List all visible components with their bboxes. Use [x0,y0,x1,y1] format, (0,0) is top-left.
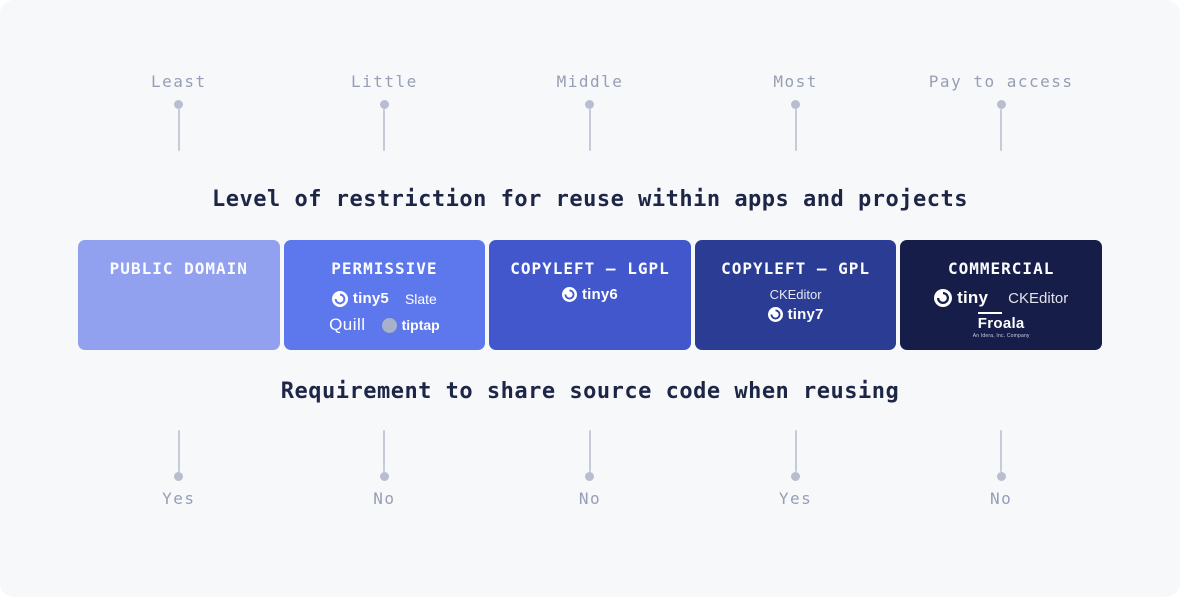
marker-dot [996,100,1006,109]
marker-line [794,430,797,472]
tiny-icon [767,307,783,322]
scale-label: Little [350,72,418,91]
tiny7-wordmark: tiny7 [787,306,824,323]
tiny6-logo: tiny6 [561,286,618,303]
card-permissive: PERMISSIVE tiny5 Slate Quill tiptap [283,240,486,350]
ckeditor-logo: CKEditor [1008,289,1069,307]
restriction-heading: Level of restriction for reuse within ap… [212,187,968,212]
scale-label: No [990,489,1013,508]
scale-label: Most [773,72,818,91]
share-marker-4: Yes [695,430,897,522]
froala-wordmark: Froala [977,312,1025,332]
marker-dot [791,100,801,109]
share-source-scale: Yes No No Yes No [78,430,1102,522]
logo-row: tiny7 [767,306,824,323]
marker-line [383,109,386,151]
slate-logo: Slate [404,290,437,307]
tiny-icon [561,287,577,302]
restriction-marker-little: Little [284,74,486,166]
card-title: COMMERCIAL [948,259,1055,278]
card-commercial: COMMERCIAL tiny CKEditor Froala An Idera… [900,240,1102,350]
marker-line [1000,430,1003,472]
card-title: COPYLEFT – LGPL [510,259,670,278]
card-title: PERMISSIVE [331,259,438,278]
share-marker-3: No [489,430,691,522]
marker-line [1000,109,1003,151]
tiny5-logo: tiny5 [331,290,389,307]
scale-label: Pay to access [928,72,1074,91]
logo-row: Quill tiptap [329,315,440,335]
tiny7-logo: tiny7 [767,306,824,323]
quill-logo: Quill [329,315,366,334]
tiny6-wordmark: tiny6 [581,286,618,303]
restriction-scale: Least Little Middle Most Pay to access [78,74,1102,166]
card-title: PUBLIC DOMAIN [109,259,248,278]
scale-label: No [578,489,602,508]
scale-label: No [373,489,396,508]
card-public-domain: PUBLIC DOMAIN [78,240,280,350]
marker-line [588,430,591,472]
card-title: COPYLEFT – GPL [721,259,870,278]
froala-logo: Froala An Idera, Inc. Company [972,312,1030,339]
marker-dot [379,472,389,481]
marker-line [177,109,180,151]
marker-dot [585,100,595,109]
marker-dot [585,472,595,481]
scale-label: Least [150,72,207,91]
marker-line [588,109,591,151]
license-cards: PUBLIC DOMAIN PERMISSIVE tiny5 Slate Qui… [78,240,1102,350]
froala-subtext: An Idera, Inc. Company [972,333,1030,339]
ckeditor-logo: CKEditor [769,287,822,302]
tiptap-icon [381,317,397,333]
share-marker-1: Yes [78,430,280,522]
marker-dot [174,472,184,481]
card-copyleft-lgpl: COPYLEFT – LGPL tiny6 [489,240,691,350]
logo-row: tiny CKEditor [934,288,1068,308]
restriction-marker-pay: Pay to access [900,74,1102,166]
scale-label: Yes [162,489,196,508]
share-marker-5: No [900,430,1102,522]
restriction-marker-least: Least [78,74,280,166]
tiny-logo: tiny [934,288,988,308]
tiny5-wordmark: tiny5 [352,290,389,307]
marker-line [794,109,797,151]
logo-row: CKEditor [770,287,822,302]
logo-row: tiny6 [561,286,618,303]
scale-label: Middle [556,72,624,91]
tiptap-logo: tiptap [381,317,440,333]
scale-label: Yes [778,489,813,508]
card-copyleft-gpl: COPYLEFT – GPL CKEditor tiny7 [694,240,897,350]
marker-line [383,430,386,472]
marker-line [177,430,180,472]
tiny-icon [331,290,348,307]
marker-dot [174,100,184,109]
share-source-heading: Requirement to share source code when re… [280,379,900,404]
tiny-wordmark: tiny [957,288,989,307]
marker-dot [379,100,389,109]
restriction-marker-middle: Middle [489,74,691,166]
logo-row: tiny5 Slate [331,290,437,307]
marker-dot [791,472,801,481]
share-marker-2: No [284,430,486,522]
tiptap-wordmark: tiptap [401,317,440,333]
tiny-icon [934,289,953,307]
restriction-marker-most: Most [695,74,897,166]
marker-dot [996,472,1006,481]
